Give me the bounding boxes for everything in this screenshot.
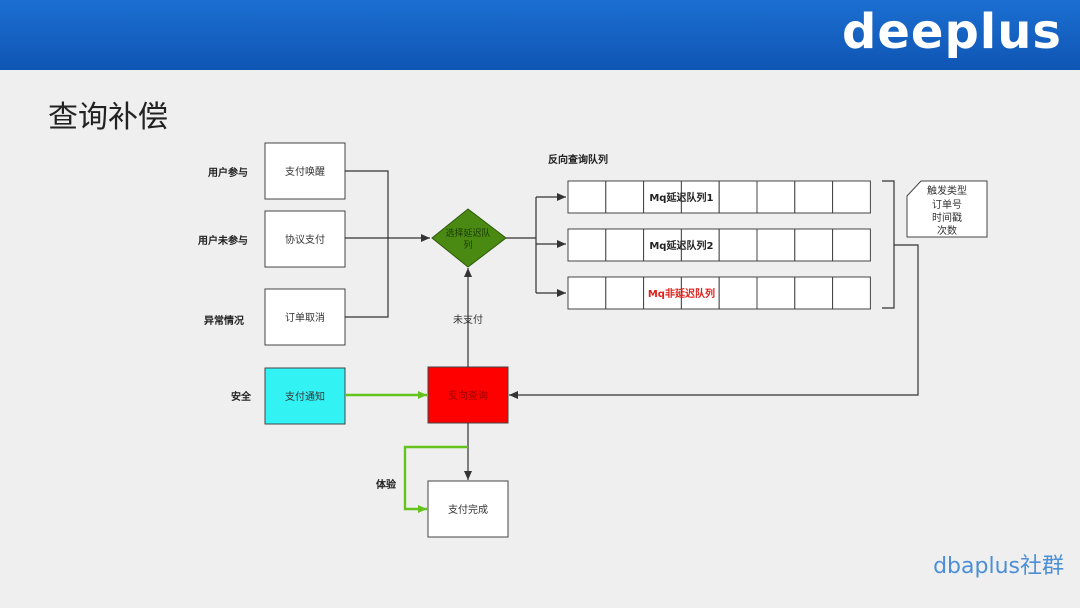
queue-label-3: Mq非延迟队列 — [648, 287, 715, 300]
box-agreement-pay-text: 协议支付 — [285, 233, 325, 246]
queue-cell — [756, 276, 796, 310]
box-pay-notify — [264, 367, 346, 425]
queue-label-2: Mq延迟队列2 — [649, 239, 713, 252]
queue-label-1: Mq延迟队列1 — [649, 191, 713, 204]
box-order-cancel-text: 订单取消 — [285, 311, 325, 324]
queue-cell — [643, 276, 682, 310]
queue-cell — [643, 228, 682, 262]
box-reverse-query-text: 反向查询 — [448, 389, 488, 402]
box-pay-notify-text: 支付通知 — [285, 390, 325, 403]
box-order-cancel — [264, 288, 346, 346]
queue-cell — [605, 228, 645, 262]
note-line-4: 次数 — [937, 224, 957, 237]
deeplus-logo: deeplus — [841, 4, 1062, 60]
queue-cell — [794, 228, 834, 262]
note-line-1: 触发类型 — [927, 184, 967, 197]
box-pay-complete-text: 支付完成 — [448, 503, 488, 516]
queue-cell — [605, 180, 645, 214]
queue-cell — [605, 276, 645, 310]
queue-cell — [756, 180, 796, 214]
note-line-3: 时间戳 — [932, 211, 962, 224]
diamond-select-queue — [431, 208, 507, 268]
queue-cell — [832, 228, 871, 262]
queue-cell — [567, 276, 607, 310]
box-reverse-query — [427, 366, 509, 424]
watermark: dbaplus社群 — [933, 554, 1064, 579]
queue-cell — [832, 276, 871, 310]
unpaid-label: 未支付 — [453, 313, 483, 326]
arrow-experience — [403, 445, 468, 513]
box-pay-wakeup-text: 支付唤醒 — [285, 165, 325, 178]
queue-cell — [794, 180, 834, 214]
loop-back-arrow — [509, 244, 919, 399]
queue-bracket — [882, 180, 895, 309]
queue-cell — [718, 276, 758, 310]
label-user-not-participate: 用户未参与 — [197, 234, 248, 247]
diamond-text-line1: 选择延迟队 — [445, 227, 490, 239]
queue-cell — [680, 228, 720, 262]
queue-title: 反向查询队列 — [548, 153, 608, 166]
queue-cell — [794, 276, 834, 310]
note-fields — [906, 180, 988, 238]
queue-cell — [567, 228, 607, 262]
queue-cell — [718, 228, 758, 262]
queue-cell — [832, 180, 871, 214]
connector-wakeup — [345, 170, 389, 238]
box-pay-complete — [427, 480, 509, 538]
label-user-participate: 用户参与 — [207, 166, 248, 179]
note-line-2: 订单号 — [932, 199, 962, 211]
queue-cell — [680, 276, 720, 310]
queue-cell — [718, 180, 758, 214]
box-agreement-pay — [264, 210, 346, 268]
label-security: 安全 — [231, 390, 252, 403]
queue-cell — [567, 180, 607, 214]
diamond-text-line2: 列 — [463, 239, 472, 251]
queue-cell — [756, 228, 796, 262]
header-bar: deeplus — [0, 0, 1080, 70]
connector-cancel — [345, 238, 389, 318]
label-experience: 体验 — [376, 478, 397, 491]
page-title: 查询补偿 — [48, 100, 168, 135]
label-exception: 异常情况 — [204, 314, 244, 327]
